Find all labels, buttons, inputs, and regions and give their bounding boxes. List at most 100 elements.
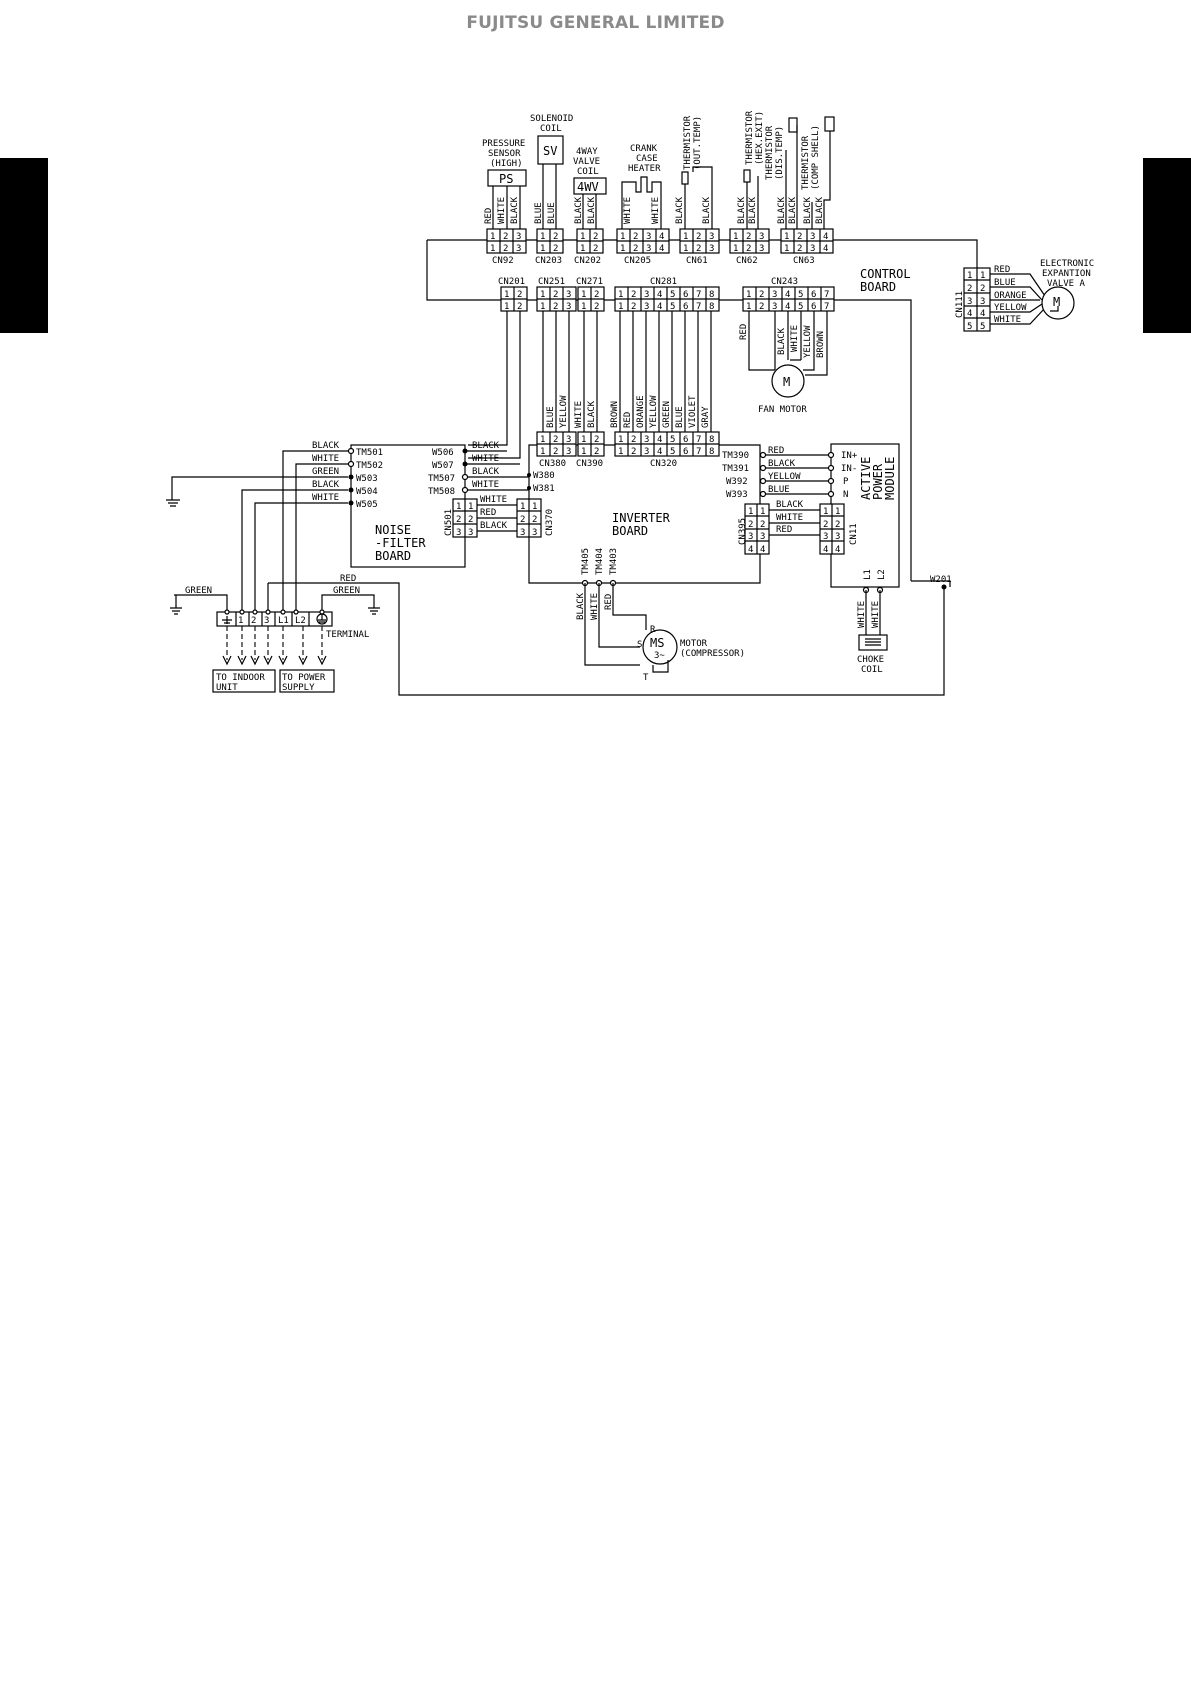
- svg-text:P: P: [843, 477, 849, 487]
- svg-text:BLACK: BLACK: [675, 196, 685, 224]
- terminal-strip: GREEN GREEN RED 1 2 3 L1 L2 TERMINAL TO …: [170, 574, 380, 693]
- svg-text:4: 4: [823, 232, 828, 242]
- svg-text:1: 1: [823, 507, 828, 517]
- fourway-valve-coil: 4WAY VALVE COIL 4WV BLACK BLACK: [573, 147, 607, 229]
- svg-text:2: 2: [553, 435, 558, 445]
- svg-text:SENSOR: SENSOR: [488, 149, 521, 159]
- svg-text:2: 2: [251, 616, 256, 626]
- svg-text:1: 1: [580, 244, 585, 254]
- svg-text:WHITE: WHITE: [790, 325, 800, 352]
- svg-text:2: 2: [835, 520, 840, 530]
- svg-text:WHITE: WHITE: [871, 601, 881, 628]
- svg-text:2: 2: [594, 435, 599, 445]
- svg-text:WHITE: WHITE: [312, 454, 339, 464]
- svg-text:M: M: [783, 375, 790, 389]
- svg-text:5: 5: [980, 322, 985, 332]
- svg-text:2: 2: [553, 232, 558, 242]
- svg-text:3: 3: [646, 232, 651, 242]
- control-board-label: CONTROL: [860, 267, 911, 281]
- svg-text:1: 1: [456, 502, 461, 512]
- svg-text:NOISE: NOISE: [375, 523, 411, 537]
- svg-text:YELLOW: YELLOW: [649, 395, 659, 428]
- svg-text:EXPANTION: EXPANTION: [1042, 269, 1091, 279]
- svg-text:5: 5: [670, 302, 675, 312]
- svg-text:CN201: CN201: [498, 277, 525, 287]
- svg-text:4: 4: [823, 244, 828, 254]
- svg-text:1: 1: [760, 507, 765, 517]
- svg-text:UNIT: UNIT: [216, 683, 238, 693]
- svg-text:W393: W393: [726, 490, 748, 500]
- svg-text:4: 4: [980, 309, 985, 319]
- svg-text:(OUT.TEMP): (OUT.TEMP): [693, 116, 703, 170]
- svg-text:YELLOW: YELLOW: [803, 325, 813, 358]
- svg-text:CN251: CN251: [538, 277, 565, 287]
- svg-text:W381: W381: [533, 484, 555, 494]
- svg-text:THERMISTOR: THERMISTOR: [683, 115, 693, 170]
- svg-text:3: 3: [772, 302, 777, 312]
- svg-text:1: 1: [683, 232, 688, 242]
- svg-text:2: 2: [797, 244, 802, 254]
- svg-text:3: 3: [810, 232, 815, 242]
- svg-text:BLACK: BLACK: [737, 196, 747, 224]
- svg-text:IN-: IN-: [841, 464, 857, 474]
- svg-text:1: 1: [581, 302, 586, 312]
- svg-text:L1: L1: [278, 616, 289, 626]
- svg-text:BLACK: BLACK: [480, 521, 508, 531]
- svg-text:4: 4: [748, 545, 753, 555]
- svg-text:W392: W392: [726, 477, 748, 487]
- right-page-tab: [1143, 158, 1191, 333]
- svg-text:BLACK: BLACK: [777, 196, 787, 224]
- svg-text:W380: W380: [533, 471, 555, 481]
- svg-text:W505: W505: [356, 500, 378, 510]
- svg-text:3: 3: [759, 232, 764, 242]
- svg-text:4WAY: 4WAY: [576, 147, 598, 157]
- svg-text:2: 2: [748, 520, 753, 530]
- left-page-tab: [0, 158, 48, 333]
- svg-text:RED: RED: [994, 265, 1010, 275]
- svg-text:2: 2: [759, 302, 764, 312]
- svg-text:5: 5: [967, 322, 972, 332]
- svg-text:3: 3: [264, 616, 269, 626]
- svg-text:YELLOW: YELLOW: [768, 472, 801, 482]
- svg-text:SOLENOID: SOLENOID: [530, 114, 573, 124]
- svg-text:RED: RED: [739, 324, 749, 340]
- svg-text:BLACK: BLACK: [788, 196, 798, 224]
- svg-text:CN370: CN370: [545, 509, 555, 536]
- svg-text:CN390: CN390: [576, 459, 603, 469]
- svg-text:6: 6: [683, 447, 688, 457]
- svg-text:7: 7: [696, 435, 701, 445]
- cn92-label: CN92: [492, 256, 514, 266]
- svg-text:3: 3: [644, 302, 649, 312]
- svg-text:HEATER: HEATER: [628, 164, 661, 174]
- svg-text:THERMISTOR: THERMISTOR: [745, 110, 755, 165]
- svg-text:1: 1: [835, 507, 840, 517]
- thermistor-comp-shell: THERMISTOR (COMP SHELL) BLACK BLACK: [801, 116, 835, 229]
- svg-text:8: 8: [709, 290, 714, 300]
- svg-text:5: 5: [798, 302, 803, 312]
- svg-text:1: 1: [540, 435, 545, 445]
- crank-case-heater: CRANK CASE HEATER WHITE WHITE: [621, 144, 662, 229]
- svg-text:WHITE: WHITE: [651, 197, 661, 224]
- svg-text:WHITE: WHITE: [994, 315, 1021, 325]
- svg-text:2: 2: [633, 244, 638, 254]
- svg-text:1: 1: [540, 447, 545, 457]
- svg-text:TO POWER: TO POWER: [282, 673, 326, 683]
- svg-text:ORANGE: ORANGE: [994, 291, 1027, 301]
- svg-text:3: 3: [566, 447, 571, 457]
- svg-text:2: 2: [594, 302, 599, 312]
- compressor-motor: BLACK WHITE RED MS 3~ R S T MOTOR (COMPR…: [576, 583, 745, 683]
- svg-text:TM404: TM404: [595, 548, 605, 575]
- svg-text:CN271: CN271: [576, 277, 603, 287]
- svg-text:4: 4: [657, 290, 662, 300]
- svg-text:CHOKE: CHOKE: [857, 655, 884, 665]
- svg-text:2: 2: [797, 232, 802, 242]
- svg-text:BLACK: BLACK: [472, 467, 500, 477]
- svg-text:WHITE: WHITE: [480, 495, 507, 505]
- svg-text:BOARD: BOARD: [375, 549, 411, 563]
- svg-text:TM405: TM405: [581, 548, 591, 575]
- svg-text:MOTOR: MOTOR: [680, 639, 708, 649]
- svg-text:1: 1: [784, 232, 789, 242]
- svg-text:ORANGE: ORANGE: [636, 395, 646, 428]
- svg-text:THERMISTOR: THERMISTOR: [801, 135, 811, 190]
- svg-text:1: 1: [620, 244, 625, 254]
